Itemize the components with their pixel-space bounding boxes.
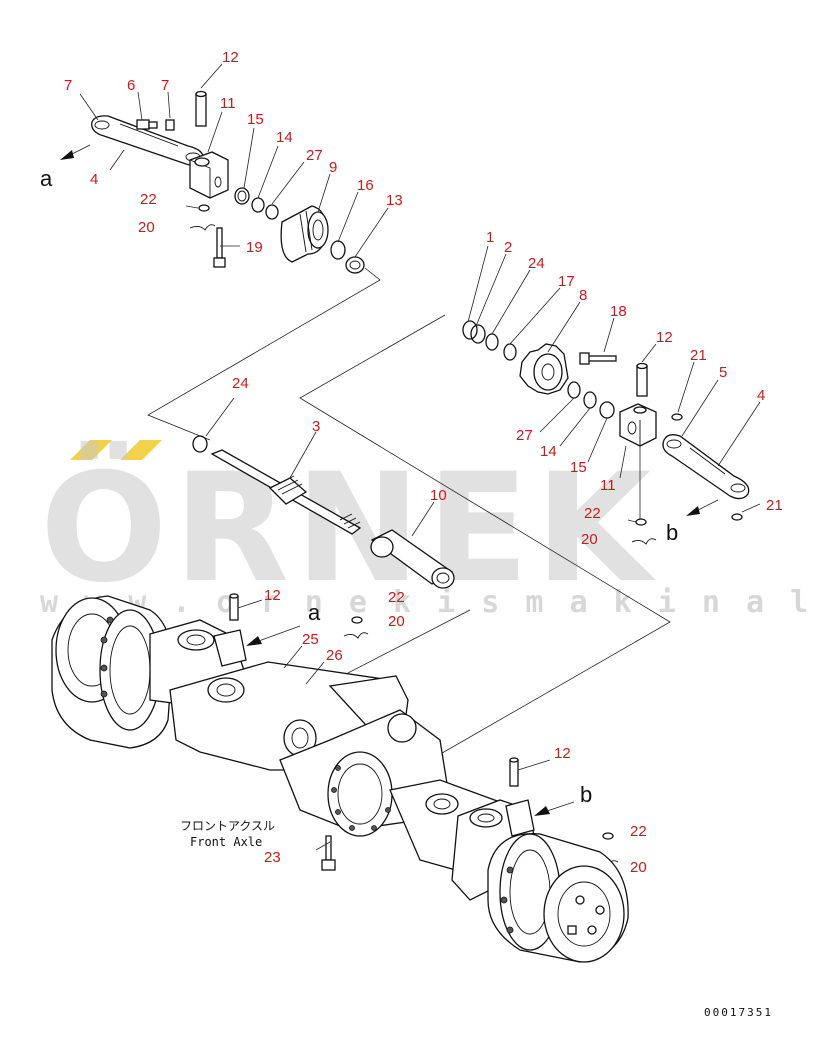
callout-11: 11 (220, 95, 236, 112)
callout-22: 22 (630, 823, 647, 840)
view-letter-b-bottom: b (580, 782, 592, 807)
left-wheel-hub (51, 595, 173, 749)
callout-16: 16 (357, 177, 374, 194)
bushing (280, 205, 329, 263)
drawing-code: 00017351 (704, 1006, 773, 1019)
o-ring (583, 391, 597, 409)
callout-22: 22 (388, 589, 405, 606)
callout-14: 14 (276, 129, 293, 146)
o-ring (567, 381, 581, 399)
callout-21: 21 (690, 347, 707, 364)
callout-21: 21 (766, 497, 783, 514)
drain-plug (321, 835, 336, 871)
seal-ring (234, 187, 250, 205)
view-arrow-a (60, 144, 91, 160)
view-arrow-a-center (246, 625, 301, 646)
callout-11: 11 (600, 477, 616, 494)
callout-25: 25 (302, 631, 319, 648)
caption-japanese: フロントアクスル (180, 819, 275, 833)
sleeve (370, 529, 455, 589)
washer (198, 204, 210, 212)
callout-17: 17 (558, 273, 575, 290)
callout-8: 8 (579, 287, 587, 304)
callout-20: 20 (388, 613, 405, 630)
steering-arm-right (662, 434, 750, 500)
o-ring (192, 435, 208, 453)
seal (345, 256, 365, 274)
callout-27: 27 (516, 427, 533, 444)
seal-ring (599, 401, 615, 419)
callout-19: 19 (246, 239, 263, 256)
right-wheel-hub (487, 833, 629, 963)
callout-20: 20 (581, 531, 598, 548)
bolt (213, 227, 226, 268)
callout-26: 26 (326, 647, 343, 664)
top-left-assembly (60, 90, 365, 274)
callout-2: 2 (504, 239, 512, 256)
callout-20: 20 (138, 219, 155, 236)
callout-13: 13 (386, 192, 403, 209)
callout-5: 5 (719, 364, 727, 381)
callout-18: 18 (610, 303, 627, 320)
watermark-accent-mark (70, 440, 162, 460)
callout-12: 12 (656, 329, 673, 346)
callout-12: 12 (264, 587, 281, 604)
callout-6: 6 (127, 77, 135, 94)
callout-22: 22 (140, 191, 157, 208)
o-ring (485, 333, 499, 351)
o-ring (251, 197, 265, 213)
callout-10: 10 (430, 487, 447, 504)
callout-15: 15 (247, 111, 264, 128)
o-ring (503, 343, 517, 361)
watermark: ÖRNEK w w w . o r n e k i s m a k i n a … (40, 440, 821, 620)
bolt (579, 352, 617, 365)
o-ring (265, 204, 279, 220)
view-letters: a b a b (40, 166, 678, 807)
pin-block (189, 151, 229, 199)
king-pin (636, 365, 648, 397)
callout-3: 3 (312, 418, 320, 435)
center-shaft (192, 435, 455, 589)
washer (671, 413, 683, 421)
washer (635, 518, 647, 526)
callout-12: 12 (222, 49, 239, 66)
washer (731, 513, 743, 521)
gear (519, 343, 569, 395)
callout-15: 15 (570, 459, 587, 476)
callout-7: 7 (64, 77, 72, 94)
callout-22: 22 (584, 505, 601, 522)
callouts: 12 7 6 7 11 15 14 27 9 16 13 4 22 20 19 … (64, 49, 783, 876)
view-letter-a: a (40, 166, 53, 191)
snap-ring (462, 320, 478, 340)
callout-14: 14 (540, 443, 557, 460)
view-arrow-b-bottom (534, 801, 575, 816)
top-right-assembly (462, 320, 750, 545)
callout-12: 12 (554, 745, 571, 762)
caption-english: Front Axle (190, 835, 262, 849)
callout-24: 24 (232, 375, 249, 392)
callout-23: 23 (264, 849, 281, 866)
king-pin-upper (195, 93, 207, 127)
callout-4: 4 (757, 387, 765, 404)
pin-block (619, 403, 657, 447)
snap-ring (470, 324, 486, 344)
callout-4: 4 (90, 171, 98, 188)
callout-7: 7 (161, 77, 169, 94)
view-letter-b: b (666, 520, 678, 545)
callout-24: 24 (528, 255, 545, 272)
grease-fitting (136, 119, 175, 131)
callout-9: 9 (329, 159, 337, 176)
callout-27: 27 (306, 147, 323, 164)
leader-lines (79, 63, 761, 851)
callout-1: 1 (486, 229, 494, 246)
callout-20: 20 (630, 859, 647, 876)
watermark-url: w w w . o r n e k i s m a k i n a l a r … (40, 585, 821, 620)
view-arrow-b (686, 499, 719, 516)
view-letter-a-center: a (308, 600, 321, 625)
o-ring (330, 240, 346, 260)
